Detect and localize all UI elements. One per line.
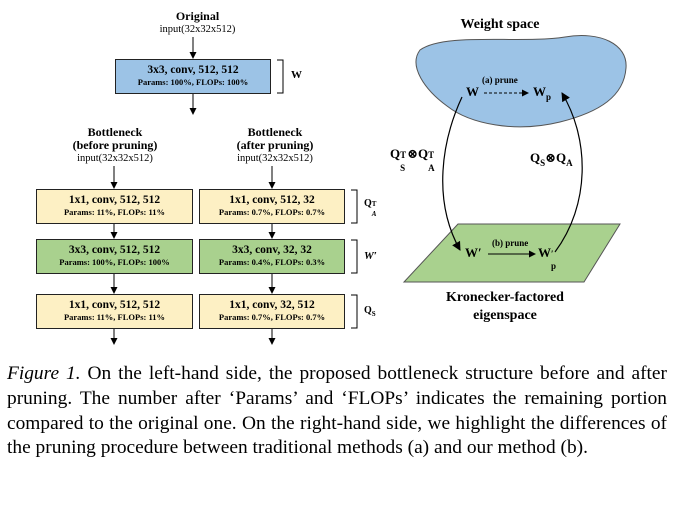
w-node: W <box>466 84 479 99</box>
wpprime-node: W′p <box>538 245 557 271</box>
qs-side-label: QS <box>364 305 376 318</box>
w-side-label: W <box>291 69 302 81</box>
weight-space-label: Weight space <box>460 17 540 32</box>
before-conv1-title: 1x1, conv, 512, 512 <box>68 194 161 206</box>
before-input: input(32x32x512) <box>77 153 153 164</box>
after-conv3-title: 1x1, conv, 32, 512 <box>229 299 315 311</box>
right-arrow-label: QS⊗QA <box>530 150 573 168</box>
before-conv2-box: 3x3, conv, 512, 512 Params: 100%, FLOPs:… <box>36 239 193 274</box>
after-conv1-stats: Params: 0.7%, FLOPs: 0.7% <box>218 207 326 217</box>
original-conv-stats: Params: 100%, FLOPs: 100% <box>137 77 249 87</box>
wprime-side-label: W′ <box>364 250 377 262</box>
wp-node: Wp <box>533 84 552 102</box>
caption-label: Figure 1. <box>7 363 81 384</box>
after-title: Bottleneck <box>247 125 303 139</box>
diagram-graphics <box>110 35 627 345</box>
wprime-bracket <box>351 239 358 274</box>
before-conv3-stats: Params: 11%, FLOPs: 11% <box>63 312 166 322</box>
after-subtitle: (after pruning) <box>236 138 314 152</box>
after-input: input(32x32x512) <box>237 153 313 164</box>
before-conv3-title: 1x1, conv, 512, 512 <box>68 299 161 311</box>
prune-a-label: (a) prune <box>482 75 518 85</box>
prune-b-label: (b) prune <box>492 238 529 248</box>
after-conv1-box: 1x1, conv, 512, 32 Params: 0.7%, FLOPs: … <box>199 189 345 224</box>
original-input: input(32x32x512) <box>159 24 236 35</box>
w-bracket <box>277 59 284 94</box>
caption-text: On the left-hand side, the proposed bott… <box>7 363 667 459</box>
qs-bracket <box>351 294 358 329</box>
before-conv1-box: 1x1, conv, 512, 512 Params: 11%, FLOPs: … <box>36 189 193 224</box>
after-conv2-stats: Params: 0.4%, FLOPs: 0.3% <box>218 257 326 267</box>
right-curved-arrow <box>554 92 583 253</box>
before-conv1-stats: Params: 11%, FLOPs: 11% <box>63 207 166 217</box>
wprime-node: W′ <box>465 245 482 260</box>
after-conv1-title: 1x1, conv, 512, 32 <box>229 194 315 206</box>
before-conv2-stats: Params: 100%, FLOPs: 100% <box>59 257 170 267</box>
original-conv-title: 3x3, conv, 512, 512 <box>147 64 239 76</box>
eigenspace-parallelogram <box>402 223 621 283</box>
before-subtitle: (before pruning) <box>72 138 158 152</box>
after-conv3-stats: Params: 0.7%, FLOPs: 0.7% <box>218 312 326 322</box>
after-conv2-box: 3x3, conv, 32, 32 Params: 0.4%, FLOPs: 0… <box>199 239 345 274</box>
before-title: Bottleneck <box>87 125 143 139</box>
kronecker-label-2: eigenspace <box>473 308 537 323</box>
qa-bracket <box>351 189 358 224</box>
before-conv2-title: 3x3, conv, 512, 512 <box>68 244 161 256</box>
left-curved-arrow <box>442 96 463 251</box>
original-conv-box: 3x3, conv, 512, 512 Params: 100%, FLOPs:… <box>115 59 271 94</box>
weight-space-blob <box>415 35 627 128</box>
kronecker-label-1: Kronecker-factored <box>446 290 564 305</box>
before-conv3-box: 1x1, conv, 512, 512 Params: 11%, FLOPs: … <box>36 294 193 329</box>
after-conv2-title: 3x3, conv, 32, 32 <box>232 244 312 256</box>
figure-caption: Figure 1. On the left-hand side, the pro… <box>7 362 667 461</box>
original-title: Original <box>175 9 220 23</box>
after-conv3-box: 1x1, conv, 32, 512 Params: 0.7%, FLOPs: … <box>199 294 345 329</box>
